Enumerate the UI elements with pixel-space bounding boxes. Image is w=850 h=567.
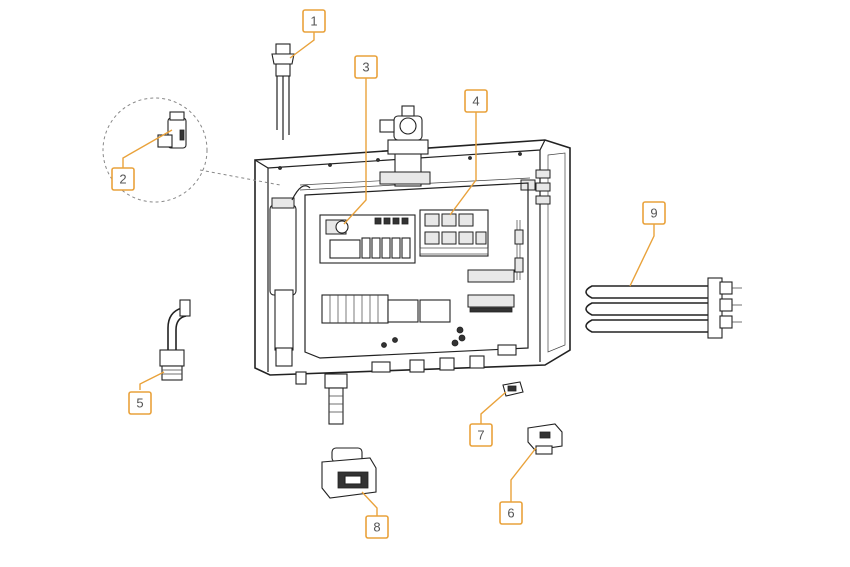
callout-label: 8 — [373, 520, 380, 535]
relay-block — [419, 209, 489, 257]
bottom-glands — [295, 355, 485, 425]
callout-7: 7 — [469, 391, 507, 447]
callout-1: 1 — [289, 9, 326, 59]
part-detail-valve — [102, 97, 281, 203]
callout-5: 5 — [128, 371, 165, 415]
callout-2: 2 — [111, 129, 173, 191]
part-hose-fitting — [159, 299, 191, 381]
cabinet-housing — [254, 139, 571, 376]
callout-label: 3 — [362, 60, 369, 75]
part-heating-elements — [585, 277, 742, 339]
callout-label: 7 — [477, 428, 484, 443]
part-pump — [321, 447, 377, 499]
callout-label: 6 — [507, 506, 514, 521]
callout-label: 4 — [472, 94, 479, 109]
callout-3: 3 — [343, 55, 378, 225]
top-valve — [379, 105, 431, 187]
left-cylinder — [269, 185, 311, 367]
callout-9: 9 — [629, 201, 666, 287]
control-board — [319, 214, 416, 264]
part-connector — [502, 381, 524, 397]
callout-8: 8 — [361, 491, 389, 539]
callout-label: 2 — [119, 172, 126, 187]
callout-4: 4 — [449, 89, 488, 216]
terminal-strips — [321, 220, 524, 356]
callout-6: 6 — [499, 447, 537, 525]
callout-label: 9 — [650, 206, 657, 221]
part-switch — [527, 423, 563, 455]
part-level-sensor — [271, 43, 295, 140]
callout-label: 1 — [310, 14, 317, 29]
callout-label: 5 — [136, 396, 143, 411]
